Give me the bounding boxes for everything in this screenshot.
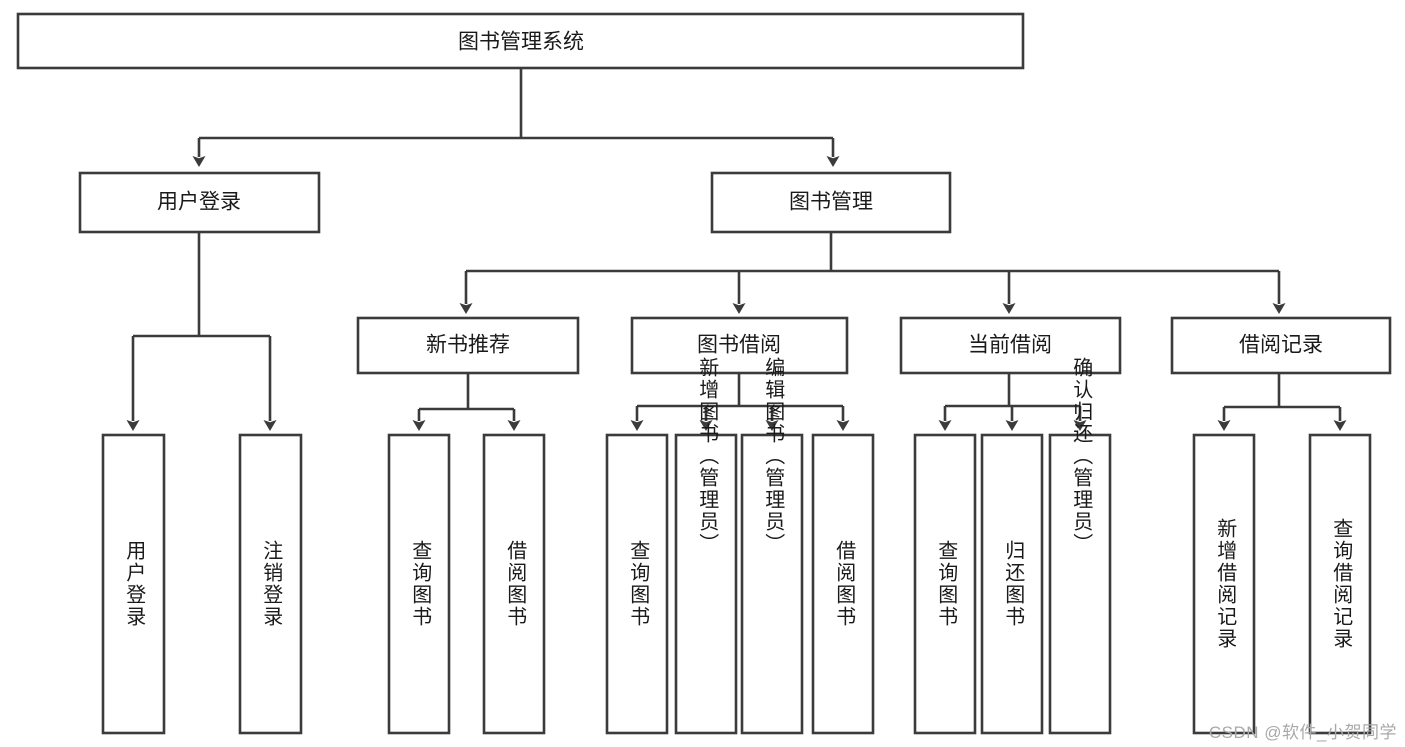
node-book-borrow[interactable]: 图书借阅 — [630, 316, 849, 375]
node-leaf-edit-book-box[interactable] — [740, 433, 804, 735]
node-leaf-add-record-box[interactable] — [1192, 433, 1256, 735]
node-leaf-borrow-book-1[interactable]: 借阅图书 — [482, 433, 546, 735]
node-root[interactable]: 图书管理系统 — [16, 12, 1025, 70]
connectors-group — [126, 68, 1347, 431]
node-leaf-user-login[interactable]: 用户登录 — [101, 433, 166, 735]
node-leaf-query-book-2-box[interactable] — [605, 433, 669, 735]
node-leaf-query-book-3-box[interactable] — [913, 433, 977, 735]
node-leaf-edit-book[interactable]: 编辑图书（管理员） — [740, 357, 804, 735]
node-current-borrow[interactable]: 当前借阅 — [899, 316, 1122, 375]
node-leaf-query-book-1-box[interactable] — [387, 433, 451, 735]
node-new-book-recommend[interactable]: 新书推荐 — [356, 316, 580, 375]
node-leaf-query-book-1-label: 查询图书 — [409, 540, 432, 628]
node-new-book-recommend-box[interactable] — [356, 316, 580, 375]
node-leaf-query-book-1[interactable]: 查询图书 — [387, 433, 451, 735]
node-borrow-record[interactable]: 借阅记录 — [1170, 316, 1392, 375]
node-leaf-add-record[interactable]: 新增借阅记录 — [1192, 433, 1256, 735]
node-book-borrow-label: 图书借阅 — [697, 334, 781, 357]
node-leaf-borrow-book-1-label: 借阅图书 — [504, 540, 527, 628]
node-leaf-logout-login[interactable]: 注销登录 — [238, 433, 303, 735]
node-leaf-borrow-book-1-box[interactable] — [482, 433, 546, 735]
node-borrow-record-box[interactable] — [1170, 316, 1392, 375]
csdn-watermark: CSDN @软件_小贺同学 — [1208, 723, 1397, 742]
node-leaf-query-book-2[interactable]: 查询图书 — [605, 433, 669, 735]
node-leaf-query-record-label: 查询借阅记录 — [1330, 518, 1353, 650]
node-book-management-label: 图书管理 — [789, 191, 873, 214]
node-leaf-confirm-return[interactable]: 确认归还（管理员） — [1048, 357, 1112, 735]
node-leaf-add-book[interactable]: 新增图书（管理员） — [674, 357, 738, 735]
node-leaf-borrow-book-2[interactable]: 借阅图书 — [811, 433, 875, 735]
node-leaf-confirm-return-box[interactable] — [1048, 433, 1112, 735]
node-leaf-logout-login-box[interactable] — [238, 433, 303, 735]
node-book-management[interactable]: 图书管理 — [710, 171, 952, 234]
node-leaf-query-record-box[interactable] — [1308, 433, 1372, 735]
node-user-login[interactable]: 用户登录 — [78, 171, 321, 234]
node-leaf-add-book-label: 新增图书（管理员） — [696, 357, 719, 555]
node-leaf-edit-book-label: 编辑图书（管理员） — [762, 357, 785, 555]
node-new-book-recommend-label: 新书推荐 — [426, 334, 510, 357]
node-user-login-box[interactable] — [78, 171, 321, 234]
node-leaf-confirm-return-label: 确认归还（管理员） — [1070, 357, 1093, 555]
node-leaf-logout-login-label: 注销登录 — [260, 540, 283, 628]
node-book-borrow-box[interactable] — [630, 316, 849, 375]
node-leaf-query-record[interactable]: 查询借阅记录 — [1308, 433, 1372, 735]
node-leaf-add-book-box[interactable] — [674, 433, 738, 735]
node-leaf-borrow-book-2-label: 借阅图书 — [833, 540, 856, 628]
node-leaf-query-book-3-label: 查询图书 — [935, 540, 958, 628]
node-leaf-query-book-2-label: 查询图书 — [627, 540, 650, 628]
node-borrow-record-label: 借阅记录 — [1239, 334, 1323, 357]
node-root-box[interactable] — [16, 12, 1025, 70]
node-leaf-return-book[interactable]: 归还图书 — [980, 433, 1044, 735]
node-leaf-query-book-3[interactable]: 查询图书 — [913, 433, 977, 735]
node-leaf-return-book-box[interactable] — [980, 433, 1044, 735]
node-current-borrow-label: 当前借阅 — [968, 334, 1052, 357]
node-user-login-label: 用户登录 — [157, 191, 241, 214]
node-leaf-borrow-book-2-box[interactable] — [811, 433, 875, 735]
node-current-borrow-box[interactable] — [899, 316, 1122, 375]
node-root-label: 图书管理系统 — [458, 31, 584, 54]
node-leaf-return-book-label: 归还图书 — [1002, 540, 1025, 628]
node-leaf-user-login-box[interactable] — [101, 433, 166, 735]
node-book-management-box[interactable] — [710, 171, 952, 234]
node-leaf-add-record-label: 新增借阅记录 — [1214, 518, 1237, 650]
node-leaf-user-login-label: 用户登录 — [123, 540, 146, 628]
